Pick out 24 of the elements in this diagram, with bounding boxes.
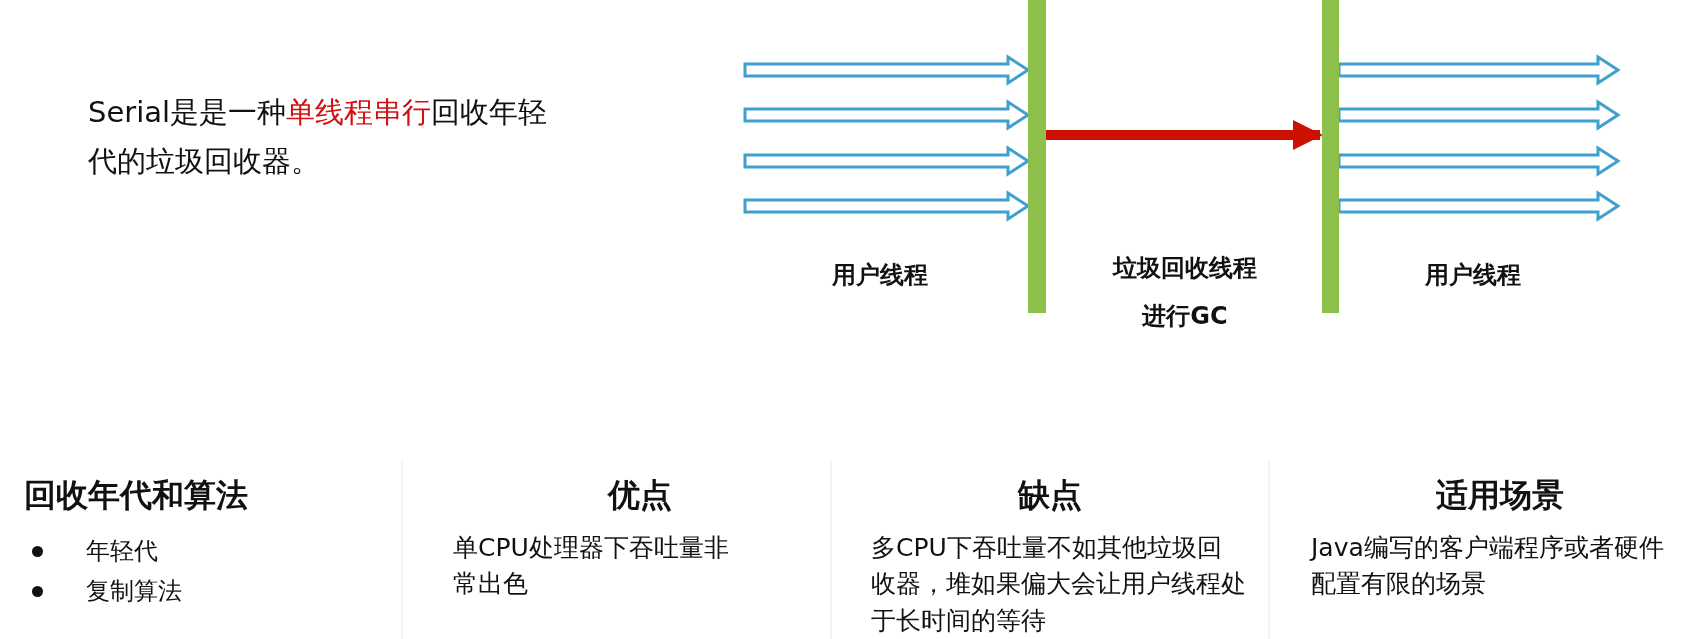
column-heading: 缺点	[1016, 475, 1083, 516]
body-text: 多CPU下吞吐量不如其他垃圾回收器，堆如果偏大会让用户线程处于长时间的等待	[871, 532, 1246, 637]
section-label: 用户线程	[1424, 260, 1522, 291]
arrow	[1337, 99, 1621, 131]
arrow	[1337, 145, 1621, 177]
column-heading: 回收年代和算法	[24, 475, 249, 516]
column-heading: 优点	[606, 475, 673, 516]
barrier-bar	[1028, 0, 1046, 313]
arrow	[743, 190, 1031, 222]
barrier-bar	[1322, 0, 1339, 313]
body-text: Java编写的客户端程序或者硬件配置有限的场景	[1311, 532, 1665, 601]
column-heading: 适用场景	[1435, 475, 1565, 516]
description-text: Serial是是一种单线程串行回收年轻代的垃圾回收器。	[88, 94, 549, 181]
arrow	[743, 145, 1031, 177]
body-text: 单CPU处理器下吞吐量非常出色	[453, 532, 730, 601]
arrow	[743, 99, 1031, 131]
section-label: 用户线程	[831, 260, 929, 291]
arrow	[1337, 54, 1621, 86]
list-item: 年轻代	[86, 536, 159, 567]
arrow	[743, 54, 1031, 86]
list-item: 复制算法	[86, 576, 183, 607]
section-label: 垃圾回收线程进行GC	[1111, 253, 1258, 332]
arrow	[1046, 120, 1323, 150]
arrow	[1337, 190, 1621, 222]
